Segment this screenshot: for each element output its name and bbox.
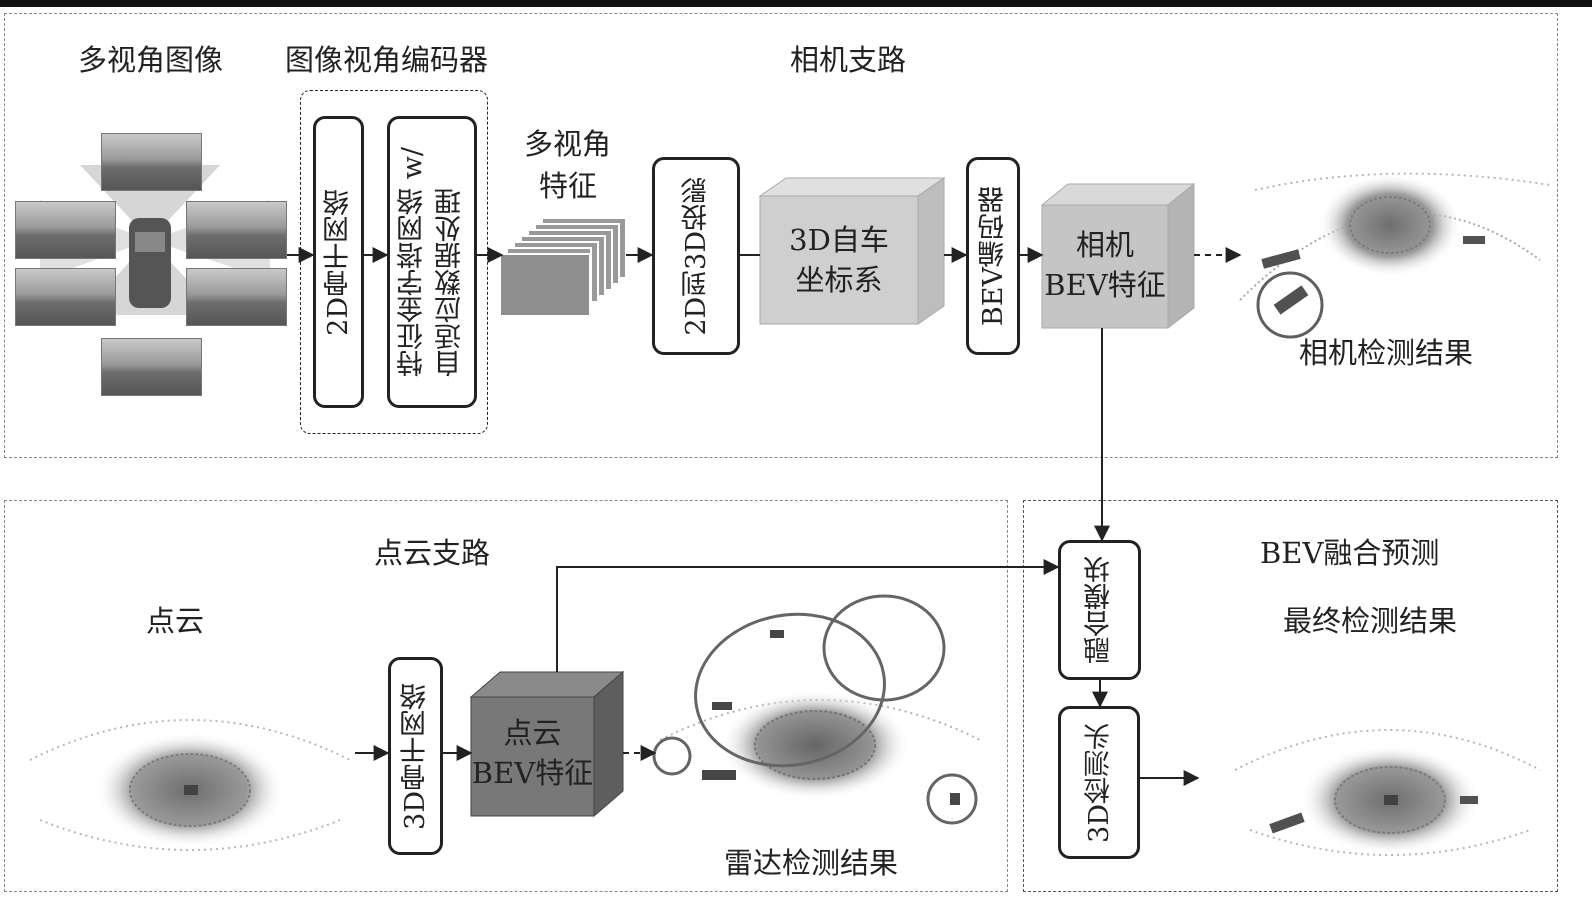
detection-head-3d-text: 3D检测头: [1083, 722, 1115, 843]
ego-coordinate-cube: [758, 177, 946, 325]
point-cloud-label: 点云: [146, 604, 205, 638]
ego-coord-line2: 坐标系: [795, 263, 883, 297]
camera-view-front-left: [15, 201, 116, 259]
multi-view-images-label: 多视角图像: [78, 43, 224, 77]
fpn-adaptive-box: 特征金字塔网络 w/ 自适应数据处理: [387, 116, 477, 408]
bev-encoder-box: BEV编码器: [966, 157, 1020, 355]
camera-view-front-right: [186, 201, 287, 259]
backbone-2d-text: 2D骨干网络: [323, 188, 354, 336]
camera-view-front: [101, 133, 202, 191]
pointcloud-bev-feature-cube: [469, 670, 625, 818]
multi-view-features-label-line2: 特征: [539, 169, 598, 203]
detection-head-3d-box: 3D检测头: [1058, 706, 1140, 859]
multi-view-feature-stack-icon: [499, 217, 627, 317]
ego-coord-cube-label: 3D自车 坐标系: [760, 220, 918, 300]
camera-bev-cube-label: 相机 BEV特征: [1036, 225, 1174, 305]
camera-detection-scene: [1239, 172, 1551, 339]
fusion-module-text: 融合模块: [1084, 556, 1115, 664]
fpn-text-line2: 自适应数据处理: [435, 187, 466, 377]
pointcloud-bev-line2: BEV特征: [471, 756, 594, 790]
bev-encoder-text: BEV编码器: [977, 185, 1009, 327]
camera-view-back-right: [186, 268, 287, 326]
projection-2d-3d-text: 2D到3D投影: [680, 176, 712, 336]
ego-car-icon: [129, 218, 171, 308]
bev-fusion-region: [1023, 500, 1558, 892]
camera-view-back: [101, 338, 202, 396]
top-border-bar: [0, 0, 1592, 7]
radar-detection-scene: [652, 594, 981, 825]
point-cloud-branch-region: [4, 500, 1008, 892]
camera-bev-line1: 相机: [1075, 228, 1134, 262]
pointcloud-bev-line1: 点云: [503, 716, 562, 750]
camera-branch-label: 相机支路: [790, 43, 907, 77]
bev-fusion-prediction-label: BEV融合预测: [1260, 536, 1440, 570]
backbone-3d-text: 3D骨干网络: [400, 682, 431, 830]
fpn-adaptive-text: 特征金字塔网络 w/ 自适应数据处理: [394, 147, 470, 377]
camera-branch-region: [4, 13, 1558, 458]
camera-view-back-left: [15, 268, 116, 326]
backbone-3d-box: 3D骨干网络: [388, 657, 443, 855]
final-detection-result-label: 最终检测结果: [1283, 604, 1458, 638]
final-detection-scene: [1234, 729, 1541, 856]
image-view-encoder-label: 图像视角编码器: [285, 43, 489, 77]
input-point-cloud-scene: [29, 719, 351, 851]
projection-2d-3d-box: 2D到3D投影: [652, 157, 740, 355]
fpn-text-line1: 特征金字塔网络 w/: [397, 147, 428, 377]
ego-coord-line1: 3D自车: [789, 223, 889, 257]
point-cloud-branch-label: 点云支路: [374, 536, 491, 570]
camera-bev-feature-cube: [1040, 182, 1196, 330]
multi-view-features-label-line1: 多视角: [524, 127, 612, 161]
camera-detection-result-label: 相机检测结果: [1299, 336, 1474, 370]
backbone-2d-box: 2D骨干网络: [313, 116, 364, 408]
fusion-module-box: 融合模块: [1058, 540, 1141, 680]
radar-detection-result-label: 雷达检测结果: [724, 846, 899, 880]
pointcloud-bev-cube-label: 点云 BEV特征: [463, 713, 602, 793]
camera-bev-line2: BEV特征: [1044, 268, 1166, 302]
